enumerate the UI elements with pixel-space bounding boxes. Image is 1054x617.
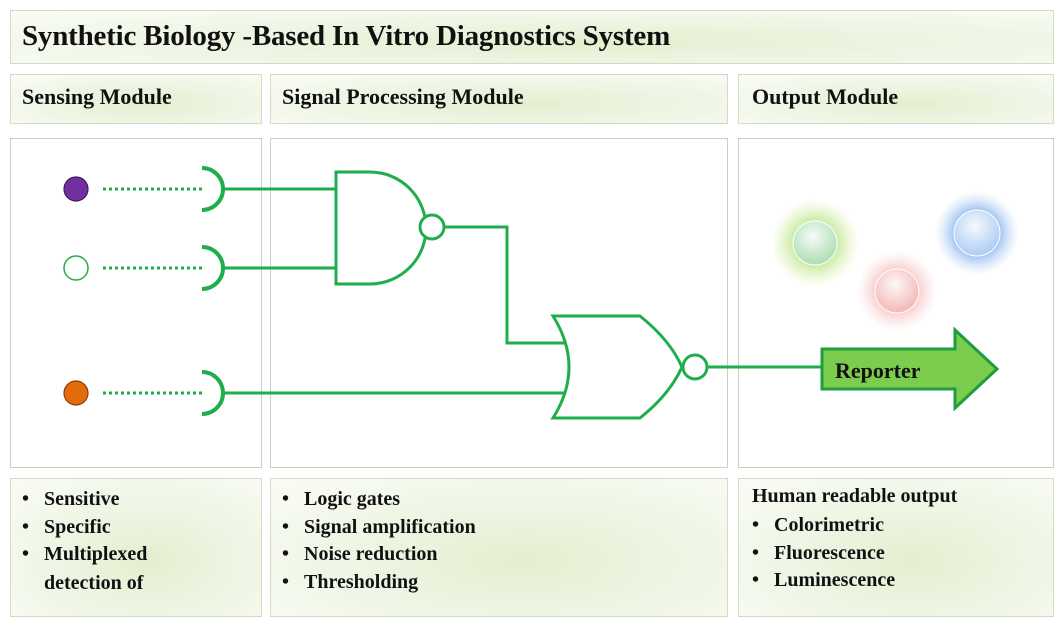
output-module-header: Output Module	[752, 84, 899, 109]
signal-feature-thresholding: Thresholding	[280, 569, 476, 597]
output-glow-green	[771, 199, 859, 287]
dotted-lines	[103, 187, 202, 395]
output-subheader: Human readable output	[752, 485, 958, 507]
signal-feature-logic-gates: Logic gates	[280, 486, 476, 514]
signal-features-list: Logic gates Signal amplification Noise r…	[280, 486, 476, 596]
sensing-header-box	[10, 74, 262, 124]
output-glow-red	[857, 251, 937, 331]
output-feature-fluorescence: Fluorescence	[750, 540, 895, 568]
page-title: Synthetic Biology -Based In Vitro Diagno…	[22, 20, 671, 52]
receptor-arcs	[201, 166, 225, 416]
sensing-features-list: Sensitive Specific Multiplexed	[20, 486, 147, 569]
signal-header-box	[270, 74, 728, 124]
nor-gate-inverter-bubble	[681, 353, 709, 381]
input-circle-white	[63, 255, 89, 281]
signal-processing-module-header: Signal Processing Module	[282, 84, 524, 109]
output-feature-colorimetric: Colorimetric	[750, 512, 895, 540]
output-header-box	[738, 74, 1054, 124]
input-circle-purple	[63, 176, 89, 202]
input-circle-orange	[63, 380, 89, 406]
output-glow-blue	[935, 191, 1019, 275]
sensing-panel	[10, 138, 262, 468]
sensing-feature-multiplexed: Multiplexed	[20, 541, 147, 569]
reporter-label: Reporter	[835, 358, 921, 383]
signal-feature-amplification: Signal amplification	[280, 514, 476, 542]
sensing-module-header: Sensing Module	[22, 84, 172, 109]
output-feature-luminescence: Luminescence	[750, 567, 895, 595]
signal-feature-noise-reduction: Noise reduction	[280, 541, 476, 569]
nor-gate	[550, 314, 684, 420]
sensing-feature-specific: Specific	[20, 514, 147, 542]
title-bar	[10, 10, 1054, 64]
reporter-arrow	[820, 326, 1000, 412]
wires	[223, 187, 822, 395]
sensing-feature-sensitive: Sensitive	[20, 486, 147, 514]
and-gate	[334, 170, 428, 286]
output-features-list: Colorimetric Fluorescence Luminescence	[750, 512, 895, 595]
sensing-feature-continuation: detection of	[44, 572, 144, 594]
and-gate-inverter-bubble	[418, 213, 446, 241]
